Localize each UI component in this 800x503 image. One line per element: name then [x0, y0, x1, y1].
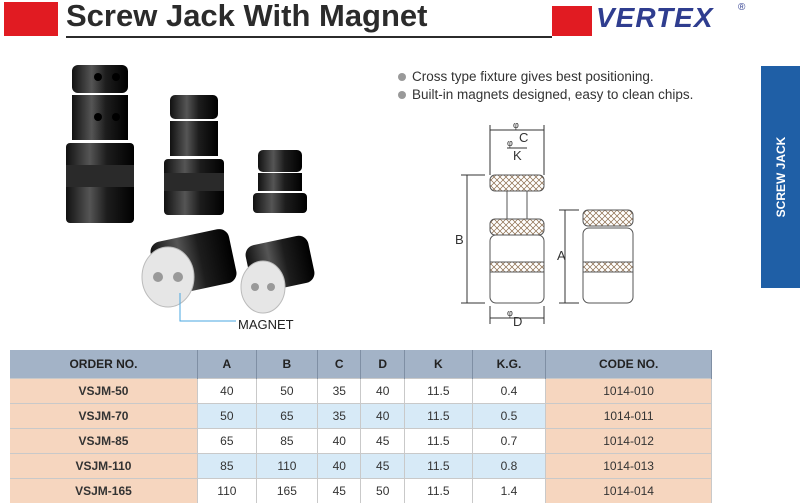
- feature-item: Built-in magnets designed, easy to clean…: [398, 86, 693, 104]
- table-cell: 50: [256, 379, 317, 404]
- dim-label-c: C: [519, 130, 528, 145]
- table-cell: 165: [256, 479, 317, 503]
- dim-label-b: B: [455, 232, 464, 247]
- spec-table: ORDER NO. A B C D K K.G. CODE NO. VSJM-5…: [10, 350, 712, 503]
- order-no-cell: VSJM-70: [10, 404, 197, 429]
- table-cell: 50: [197, 404, 256, 429]
- dim-label-k: K: [513, 148, 522, 163]
- code-no-cell: 1014-012: [546, 429, 712, 454]
- code-no-cell: 1014-014: [546, 479, 712, 503]
- phi-k-symbol: φ: [507, 138, 513, 148]
- header-c: C: [318, 350, 361, 379]
- table-cell: 40: [361, 379, 404, 404]
- header-k: K: [404, 350, 472, 379]
- table-cell: 40: [361, 404, 404, 429]
- table-cell: 11.5: [404, 429, 472, 454]
- table-cell: 11.5: [404, 454, 472, 479]
- jack-large: [66, 65, 134, 223]
- table-cell: 85: [256, 429, 317, 454]
- code-no-cell: 1014-010: [546, 379, 712, 404]
- table-cell: 65: [256, 404, 317, 429]
- order-no-cell: VSJM-165: [10, 479, 197, 503]
- table-cell: 110: [256, 454, 317, 479]
- table-cell: 40: [318, 429, 361, 454]
- table-cell: 85: [197, 454, 256, 479]
- header-b: B: [256, 350, 317, 379]
- feature-item: Cross type fixture gives best positionin…: [398, 68, 693, 86]
- product-photo: [58, 55, 368, 330]
- code-no-cell: 1014-013: [546, 454, 712, 479]
- table-cell: 45: [361, 429, 404, 454]
- table-row: VSJM-70 50 65 35 40 11.5 0.5 1014-011: [10, 404, 712, 429]
- order-no-cell: VSJM-85: [10, 429, 197, 454]
- table-cell: 110: [197, 479, 256, 503]
- screw-jack-tab[interactable]: SCREW JACK: [761, 66, 800, 288]
- table-row: VSJM-85 65 85 40 45 11.5 0.7 1014-012: [10, 429, 712, 454]
- magnet-pointer: [180, 293, 236, 321]
- registered-mark: ®: [738, 2, 745, 13]
- jack-medium: [164, 95, 224, 215]
- table-cell: 0.5: [472, 404, 546, 429]
- table-cell: 65: [197, 429, 256, 454]
- eagle-logo-icon: [552, 6, 592, 36]
- vertex-brand: VERTEX ®: [552, 2, 748, 38]
- table-row: VSJM-110 85 110 40 45 11.5 0.8 1014-013: [10, 454, 712, 479]
- header-a: A: [197, 350, 256, 379]
- dim-label-d: D: [513, 314, 522, 329]
- title-underline: [66, 36, 552, 38]
- table-cell: 0.4: [472, 379, 546, 404]
- header-order-no: ORDER NO.: [10, 350, 197, 379]
- magnet-jack-right: [241, 234, 316, 313]
- table-cell: 11.5: [404, 404, 472, 429]
- table-cell: 45: [318, 479, 361, 503]
- table-cell: 50: [361, 479, 404, 503]
- table-cell: 40: [197, 379, 256, 404]
- table-cell: 1.4: [472, 479, 546, 503]
- order-no-cell: VSJM-110: [10, 454, 197, 479]
- table-cell: 40: [318, 454, 361, 479]
- order-no-cell: VSJM-50: [10, 379, 197, 404]
- table-cell: 45: [361, 454, 404, 479]
- brand-name: VERTEX: [596, 2, 714, 34]
- code-no-cell: 1014-011: [546, 404, 712, 429]
- bullet-icon: [398, 73, 406, 81]
- bullet-icon: [398, 91, 406, 99]
- magnet-label: MAGNET: [238, 317, 294, 332]
- dim-label-a: A: [557, 248, 566, 263]
- table-row: VSJM-50 40 50 35 40 11.5 0.4 1014-010: [10, 379, 712, 404]
- dimension-diagram: φ C φ K B A φ D: [455, 120, 655, 330]
- header-d: D: [361, 350, 404, 379]
- table-cell: 35: [318, 404, 361, 429]
- feature-list: Cross type fixture gives best positionin…: [398, 68, 693, 104]
- table-row: VSJM-165 110 165 45 50 11.5 1.4 1014-014: [10, 479, 712, 503]
- table-cell: 11.5: [404, 479, 472, 503]
- jack-small: [253, 150, 307, 213]
- header-code-no: CODE NO.: [546, 350, 712, 379]
- page-title: Screw Jack With Magnet: [66, 0, 428, 34]
- magnet-jack-left: [142, 227, 238, 307]
- table-cell: 0.8: [472, 454, 546, 479]
- header-kg: K.G.: [472, 350, 546, 379]
- table-header-row: ORDER NO. A B C D K K.G. CODE NO.: [10, 350, 712, 379]
- table-cell: 11.5: [404, 379, 472, 404]
- table-cell: 0.7: [472, 429, 546, 454]
- brand-logo-icon: [4, 2, 58, 36]
- table-cell: 35: [318, 379, 361, 404]
- phi-c-symbol: φ: [513, 120, 519, 130]
